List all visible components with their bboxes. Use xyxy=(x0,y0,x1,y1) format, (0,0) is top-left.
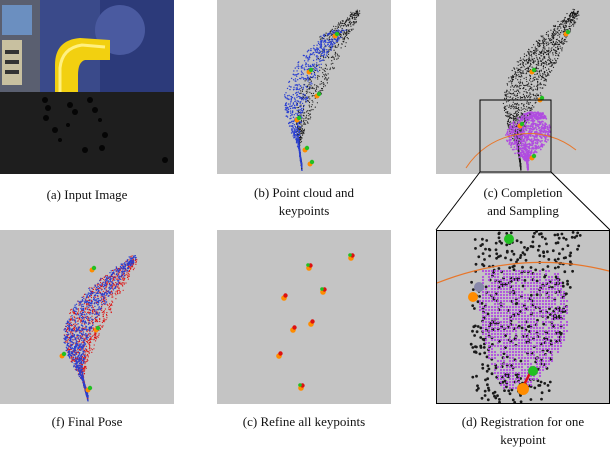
keypoint-green xyxy=(348,253,352,257)
keypoint-green xyxy=(308,67,314,73)
caption-completion: (c) Completion and Sampling xyxy=(436,184,610,220)
caption-registration-line1: (d) Registration for one xyxy=(461,414,585,429)
caption-final-pose: (f) Final Pose xyxy=(51,414,123,429)
caption-input-image: (a) Input Image xyxy=(46,187,128,202)
caption-point-cloud-line1: (b) Point cloud and xyxy=(253,185,354,200)
keypoint-green xyxy=(309,159,315,165)
completion-graphic xyxy=(465,8,580,171)
panel-point-cloud xyxy=(217,0,391,174)
blue-cloud xyxy=(284,29,347,171)
keypoint-gray xyxy=(474,282,484,292)
black-cloud xyxy=(469,231,582,403)
keypoint-orange xyxy=(468,292,478,302)
keypoint-orange-initial xyxy=(517,383,529,395)
purple-samples xyxy=(478,269,569,390)
keypoint-green xyxy=(531,67,537,73)
caption-completion-line1: (c) Completion xyxy=(483,185,563,200)
panel-refine-keypoints xyxy=(217,230,391,404)
keypoint-green xyxy=(91,265,97,271)
keypoint-green xyxy=(519,121,525,127)
keypoint-green xyxy=(539,95,545,101)
keypoint-green xyxy=(531,153,537,159)
keypoint-green xyxy=(87,385,93,391)
caption-completion-line2: and Sampling xyxy=(487,203,559,218)
keypoint-red xyxy=(278,351,283,356)
registration-graphic xyxy=(437,231,609,403)
keypoint-green xyxy=(504,234,514,244)
keypoint-green xyxy=(296,115,302,121)
keypoint-red xyxy=(310,319,315,324)
point-cloud-graphic xyxy=(284,9,361,171)
keypoint-green xyxy=(298,383,302,387)
keypoint-green xyxy=(320,287,324,291)
keypoint-green xyxy=(61,351,67,357)
search-radius-arc xyxy=(437,261,609,284)
caption-refine-keypoints: (c) Refine all keypoints xyxy=(242,414,366,429)
keypoint-green xyxy=(316,91,322,97)
caption-registration: (d) Registration for one keypoint xyxy=(436,413,610,449)
red-cloud xyxy=(63,255,138,401)
panel-completion-sampling xyxy=(436,0,610,174)
keypoint-green-refined xyxy=(528,366,538,376)
panel-final-pose xyxy=(0,230,174,404)
purple-samples xyxy=(505,111,551,171)
keypoint-green xyxy=(565,29,571,35)
keypoint-green xyxy=(334,31,340,37)
panel-input-image xyxy=(0,0,174,174)
keypoint-red xyxy=(283,293,288,298)
caption-point-cloud: (b) Point cloud and keypoints xyxy=(217,184,391,220)
keypoint-green xyxy=(304,145,310,151)
panel-registration xyxy=(436,230,610,404)
keypoint-green xyxy=(306,263,310,267)
caption-point-cloud-line2: keypoints xyxy=(278,203,330,218)
refine-keypoints-graphic xyxy=(276,253,355,391)
caption-registration-line2: keypoint xyxy=(500,432,546,447)
blue-cloud xyxy=(63,255,137,402)
keypoint-red xyxy=(292,325,297,330)
final-pose-graphic xyxy=(59,255,138,402)
input-image-graphic xyxy=(0,0,174,174)
keypoint-green xyxy=(95,325,101,331)
